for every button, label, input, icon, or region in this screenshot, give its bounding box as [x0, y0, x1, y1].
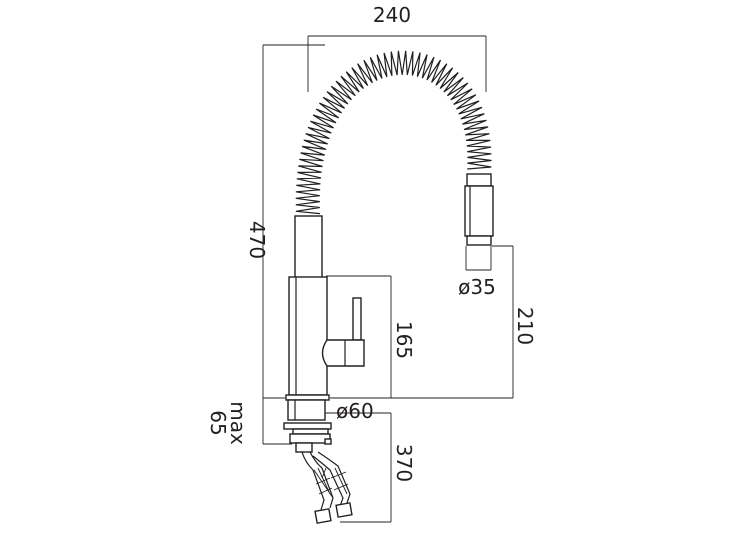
dimension-labels: 240 470 ø35 210 165 ø60 max 65 370 — [206, 3, 537, 482]
tap-column — [288, 215, 365, 396]
dim-label-deck-height: 65 — [206, 410, 230, 435]
shank-pin — [324, 438, 332, 445]
tap-body — [288, 276, 328, 396]
shank — [295, 442, 313, 453]
dim-label-spout-diameter: ø35 — [458, 275, 496, 299]
mounting-assembly — [283, 394, 332, 453]
hose-fitting-right — [335, 502, 353, 518]
spray-head — [464, 173, 494, 246]
hose-left-outline-b — [309, 451, 334, 509]
spray-collar — [466, 173, 492, 187]
dim-label-height: 470 — [245, 221, 269, 259]
spring-coil — [295, 50, 492, 215]
dim-label-handle-height: 165 — [392, 321, 416, 359]
handle-cartridge — [321, 339, 365, 367]
handle-lever — [352, 297, 362, 341]
base-plate — [287, 399, 326, 421]
dim-label-spout-height: 210 — [513, 307, 537, 345]
dim-label-width: 240 — [373, 3, 411, 27]
dimension-lines — [262, 35, 514, 523]
hose-right-outline-a — [312, 455, 344, 507]
dim-label-base-diameter: ø60 — [336, 399, 374, 423]
base-flange — [285, 394, 330, 401]
mount-nut — [292, 428, 329, 435]
spray-nozzle — [466, 235, 492, 246]
mount-washer — [283, 422, 332, 430]
hose-right-outline-b — [317, 451, 351, 504]
flexible-hoses — [301, 451, 353, 524]
hose-braid — [313, 467, 349, 499]
mount-lock — [289, 433, 331, 444]
spray-head-body — [464, 185, 494, 237]
spring-coil-zigzag — [295, 50, 492, 215]
hose-fitting-left — [314, 508, 332, 524]
dim-label-max: max — [226, 401, 250, 445]
upper-column — [294, 215, 323, 279]
hose-left-outline-a — [301, 451, 325, 511]
dim-label-hose-length: 370 — [392, 444, 416, 482]
